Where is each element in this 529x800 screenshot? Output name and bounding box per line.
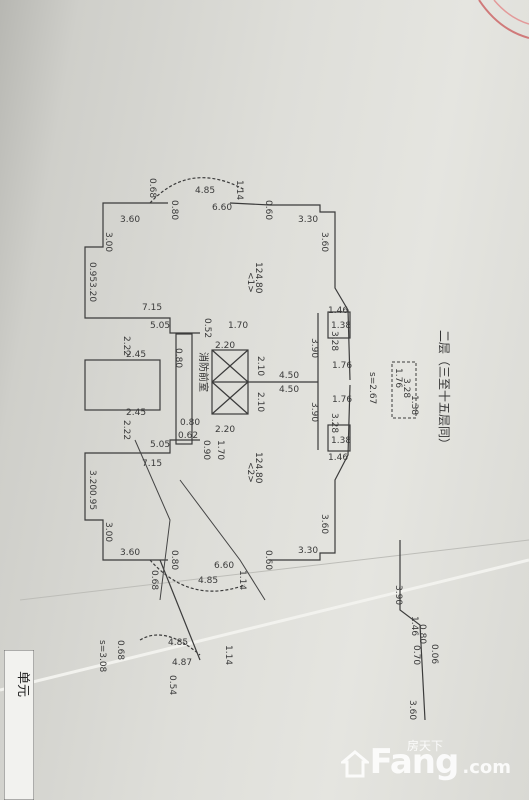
dim-text: 2.22 [121,420,131,440]
dim-text: 1.14 [237,570,247,590]
dim-text: 0.60 [263,200,273,220]
legend-value-c: 1.38 [409,395,419,415]
unit-2-area: 124.80 [253,452,263,484]
partial-plan-dimensions: 3.90 1.46 0.80 0.06 0.70 3.60 4.85 4.87 … [115,585,439,720]
dim-text: 0.06 [429,644,439,664]
dim-text: 0.70 [411,645,421,665]
dim-text: 0.95 [87,490,97,510]
red-stamp-fragment [478,0,529,39]
dim-text: 3.60 [120,548,140,558]
fire-vestibule-label: 消防前室 [197,352,210,392]
dim-text: 3.90 [309,338,319,358]
watermark-domain: .com [462,757,511,778]
dim-text: 3.00 [103,232,113,252]
dim-text: 3.90 [393,585,403,605]
pen-annotations [134,439,266,601]
dim-text: 3.30 [298,546,318,556]
dim-text: 0.80 [173,348,183,368]
paper-fold-line [0,558,529,692]
dim-text: 3.60 [319,514,329,534]
watermark-brand: Fang [369,742,460,782]
plan-title: 二层（三至十五层同） [437,330,451,450]
dim-text: 3.60 [407,700,417,720]
dim-text: 0.54 [167,675,177,695]
unit-1-index: <1> [245,272,255,293]
dim-text: 0.68 [149,570,159,590]
dim-text: 3.20 [87,282,97,302]
dim-text: 4.85 [198,576,218,586]
dim-text: 4.50 [279,385,299,395]
dim-text: 3.00 [103,522,113,542]
side-table-edge: 单元 [4,650,34,800]
dim-text: 1.76 [332,395,352,405]
area-coefficient-main: s=2.67 [367,372,377,404]
dim-text: 2.20 [215,425,235,435]
fang-logo-icon [341,750,369,778]
legend-value-b: 3.28 [401,378,411,398]
dim-text: 2.20 [215,341,235,351]
dim-text: 2.45 [126,408,146,418]
dim-text: 2.10 [255,356,265,376]
paper-fold-shadow [19,539,529,601]
dim-text: 5.05 [150,321,170,331]
dim-text: 1.46 [328,306,348,316]
dim-text: 2.10 [255,392,265,412]
dim-text: 6.60 [212,203,232,213]
dim-text: 1.70 [228,321,248,331]
dim-text: 1.14 [223,645,233,665]
dim-text: 0.80 [169,550,179,570]
dim-text: 0.80 [180,418,200,428]
dim-text: 3.60 [319,232,329,252]
dim-text: 3.90 [309,402,319,422]
dim-text: 2.22 [121,336,131,356]
dim-text: 0.60 [263,550,273,570]
dim-text: 1.38 [331,436,351,446]
dim-text: 6.60 [214,561,234,571]
dim-text: 4.50 [279,371,299,381]
dim-text: 1.46 [328,453,348,463]
area-coefficient-lower: s=3.08 [97,640,107,673]
dim-text: 1.70 [215,440,225,460]
dim-text: 0.90 [201,440,211,460]
watermark-subtitle: 房天下 [406,739,443,753]
watermark: Fang .com [370,742,511,782]
dim-text: 0.80 [169,200,179,220]
dim-text: 4.87 [172,658,192,668]
dim-text: 7.15 [142,303,162,313]
dim-text: 3.28 [329,413,339,433]
dim-text: 0.95 [87,262,97,282]
dim-text: 4.85 [168,638,188,648]
legend-value-a: 1.76 [393,368,403,388]
dim-text: 0.62 [178,431,198,441]
dim-text: 1.76 [332,361,352,371]
legend-box [391,361,417,419]
dim-text: 0.80 [417,624,427,644]
dim-text: 3.20 [87,470,97,490]
dim-text: 3.60 [120,215,140,225]
dim-text: 3.28 [329,331,339,351]
dim-text: 1.14 [234,180,244,200]
dim-text: 3.30 [298,215,318,225]
dim-text: 1.38 [331,321,351,331]
dim-text: 5.05 [150,440,170,450]
unit-2-index: <2> [245,462,255,483]
unit-1-area: 124.80 [253,262,263,294]
dim-text: 2.45 [126,350,146,360]
dim-text: 0.68 [147,178,157,198]
lower-dimensions: 4.50 2.10 3.90 3.28 1.38 1.46 1.76 2.20 … [87,385,352,590]
dim-text: 0.68 [115,640,125,660]
dim-text: 4.85 [195,186,215,196]
dim-text: 7.15 [142,459,162,469]
dim-text: 1.46 [409,616,419,636]
side-label-text: 单元 [15,671,30,697]
upper-dimensions: 4.85 6.60 0.68 1.14 0.80 0.60 3.60 3.30 … [87,178,352,381]
dim-text: 0.52 [202,318,212,338]
wall-outline [84,177,426,721]
